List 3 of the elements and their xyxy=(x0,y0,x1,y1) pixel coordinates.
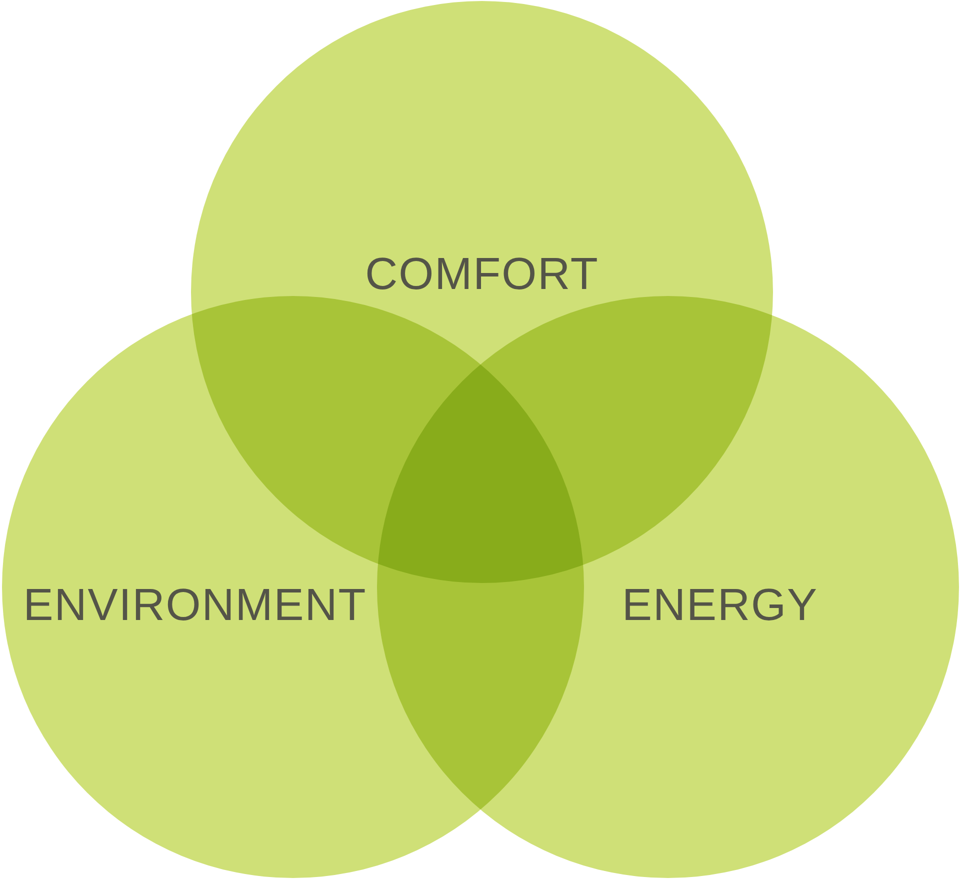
circle-label: ENERGY xyxy=(622,586,818,624)
circle-label: COMFORT xyxy=(365,254,599,294)
circle-label: ENVIRONMENT xyxy=(23,586,367,624)
